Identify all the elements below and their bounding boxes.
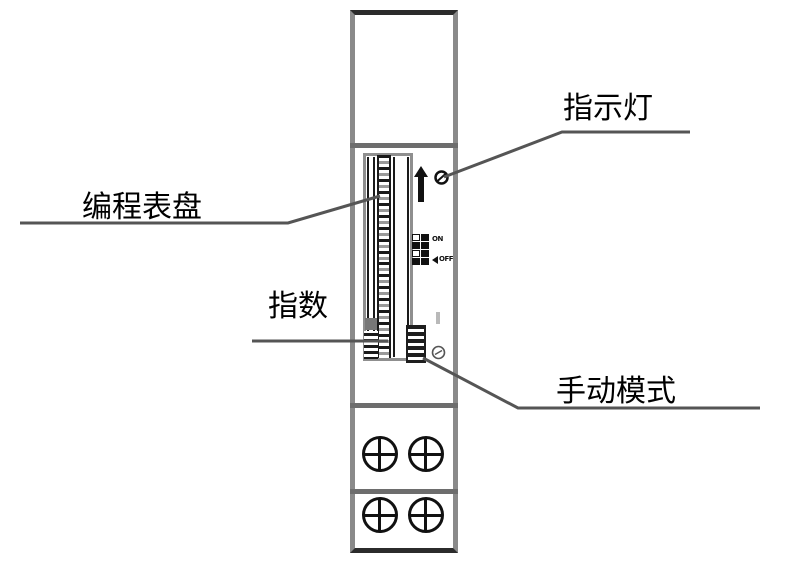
arrow-up-icon <box>414 166 428 202</box>
terminal-screw-top-left[interactable] <box>362 436 398 472</box>
index-stripe <box>364 345 378 348</box>
dial-tick <box>379 196 389 200</box>
switch-cell-6 <box>421 250 429 257</box>
dial-tick <box>379 226 389 230</box>
dial-tick <box>379 166 389 170</box>
switch-pointer-icon <box>432 256 438 264</box>
dial-tick <box>379 155 389 158</box>
manual-lever-stripe <box>408 336 424 339</box>
dial-tick <box>379 214 389 218</box>
dial-tick <box>379 190 389 194</box>
switch-on-label: ON <box>432 235 443 243</box>
callout-manual-mode: 手动模式 <box>556 374 676 409</box>
dial-tick <box>379 346 389 350</box>
dial-tick <box>379 202 389 206</box>
dial-tick <box>379 274 389 278</box>
programming-dial-right-rail <box>393 157 409 357</box>
on-off-switch[interactable]: ON OFF <box>412 234 456 274</box>
housing-divider-top <box>350 143 458 148</box>
switch-cell-3 <box>412 242 420 249</box>
index-pointer[interactable] <box>365 318 377 330</box>
dial-tick <box>379 328 389 332</box>
dial-tick <box>379 262 389 266</box>
dial-tick <box>379 286 389 290</box>
dial-tick <box>379 172 389 176</box>
manual-lever-stripe <box>408 329 424 332</box>
dial-tick <box>379 316 389 320</box>
dial-tick <box>379 184 389 188</box>
dial-tick <box>379 322 389 326</box>
dial-tick <box>379 220 389 224</box>
switch-cell-7 <box>412 258 420 265</box>
dial-tick <box>379 268 389 272</box>
dial-tick <box>379 232 389 236</box>
dial-tick <box>379 334 389 338</box>
dial-tick <box>379 340 389 344</box>
switch-cell-5 <box>412 250 420 257</box>
manual-lever-stripe <box>408 343 424 346</box>
dial-tick <box>379 178 389 182</box>
callout-index: 指数 <box>268 289 328 324</box>
dial-tick <box>379 304 389 308</box>
callout-programming-dial: 编程表盘 <box>82 190 202 225</box>
leader-indicator-light <box>443 130 690 179</box>
switch-off-label: OFF <box>439 255 454 263</box>
index-stripe <box>364 357 378 359</box>
manual-lever-stripe <box>408 357 424 360</box>
dial-tick <box>379 292 389 296</box>
dial-tick <box>379 298 389 302</box>
terminal-screw-bottom-right[interactable] <box>408 497 444 533</box>
index-stripe <box>364 351 378 354</box>
dial-tick <box>379 238 389 242</box>
housing-divider-middle <box>350 403 458 408</box>
manual-lever-stripe <box>408 350 424 353</box>
programming-dial-ticks[interactable] <box>377 155 391 358</box>
indicator-light-icon[interactable] <box>434 170 449 185</box>
index-stripe <box>364 333 378 336</box>
programming-dial-left-rail <box>367 157 375 357</box>
dial-tick <box>379 250 389 254</box>
switch-cell-4 <box>421 242 429 249</box>
terminal-screw-bottom-left[interactable] <box>362 497 398 533</box>
switch-cell-2 <box>421 234 429 241</box>
index-stripe <box>364 339 378 342</box>
housing-divider-bottom <box>350 489 458 494</box>
dial-tick <box>379 208 389 212</box>
switch-cell-1 <box>412 234 420 241</box>
dial-tick <box>379 352 389 356</box>
adjust-screw-icon[interactable] <box>431 345 446 360</box>
switch-cell-8 <box>421 258 429 265</box>
callout-indicator-light: 指示灯 <box>563 91 653 126</box>
index-striped-block <box>364 331 378 359</box>
dial-tick <box>379 310 389 314</box>
dial-tick <box>379 160 389 164</box>
manual-mode-lever[interactable] <box>406 325 426 363</box>
dial-tick <box>379 244 389 248</box>
terminal-screw-top-right[interactable] <box>408 436 444 472</box>
dial-tick <box>379 280 389 284</box>
faceplate-marking <box>436 312 440 324</box>
dial-tick <box>379 256 389 260</box>
